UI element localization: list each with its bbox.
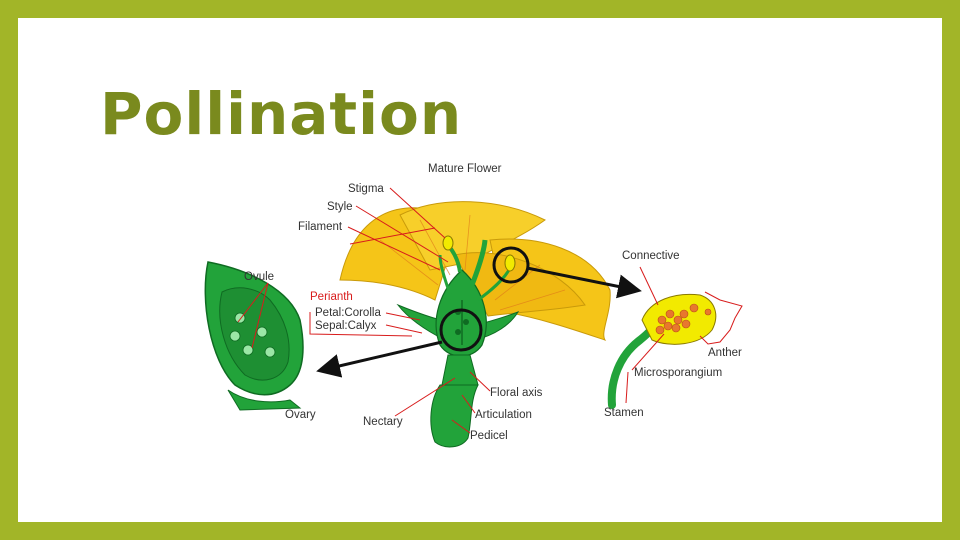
stamen-detail [607, 293, 717, 409]
leader-lines [237, 187, 665, 434]
diagram-labels: Mature Flower Stigma Style Filament Ovul… [244, 163, 742, 442]
label-sepal-calyx: Sepal:Calyx [315, 320, 377, 332]
label-ovule: Ovule [244, 271, 274, 283]
label-connective: Connective [622, 250, 680, 262]
label-stamen: Stamen [604, 407, 644, 419]
label-style: Style [327, 201, 353, 213]
anther-bracket [699, 291, 743, 345]
slide: Pollination [18, 18, 942, 522]
label-anther: Anther [708, 347, 742, 359]
label-nectary: Nectary [363, 416, 403, 428]
label-petal-corolla: Petal:Corolla [315, 307, 381, 319]
callout-circle-anther [492, 246, 530, 284]
anther-small [504, 254, 516, 272]
main-flower [339, 201, 611, 448]
label-articulation: Articulation [475, 409, 532, 421]
arrow-to-ovary [316, 340, 443, 378]
slide-title: Pollination [100, 80, 463, 148]
label-pedicel: Pedicel [470, 430, 508, 442]
ovary-detail [204, 261, 304, 411]
label-stigma: Stigma [348, 183, 384, 195]
label-mature-flower: Mature Flower [428, 163, 502, 175]
arrow-to-stamen [526, 266, 642, 299]
label-perianth: Perianth [310, 291, 353, 303]
label-floral-axis: Floral axis [490, 387, 543, 399]
label-microsporangium: Microsporangium [634, 367, 722, 379]
filament-back [467, 239, 488, 291]
label-ovary: Ovary [285, 409, 316, 421]
label-filament: Filament [298, 221, 343, 233]
callout-circle-ovary [439, 308, 483, 352]
stigma [442, 235, 454, 251]
